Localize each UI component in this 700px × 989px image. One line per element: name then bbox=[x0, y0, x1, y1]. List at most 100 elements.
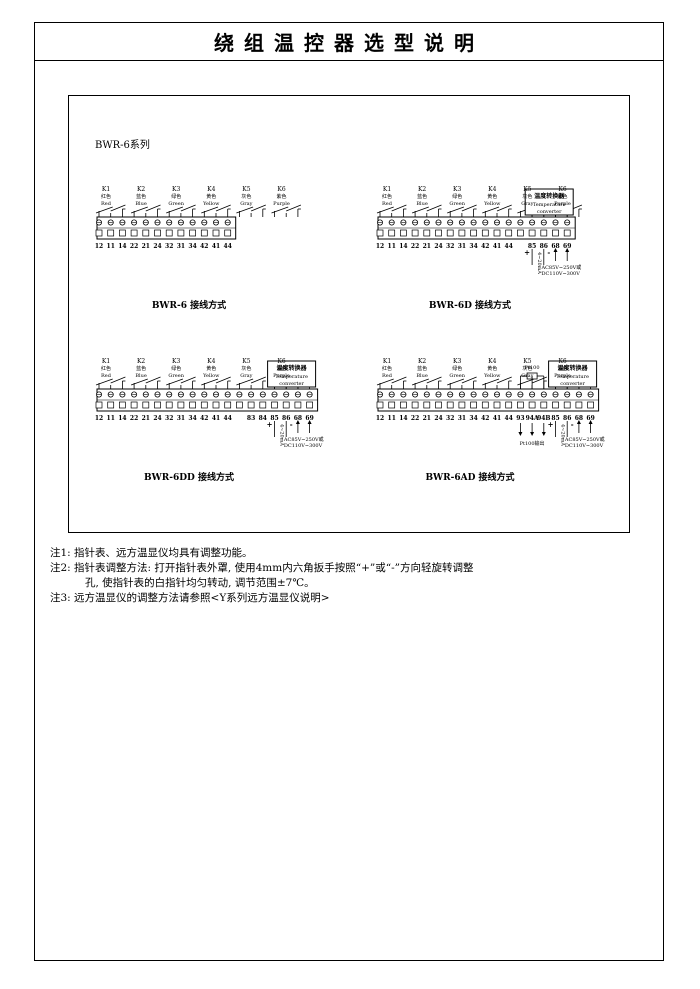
terminal-clamp bbox=[294, 401, 302, 409]
relay-color-en-k4: Yellow bbox=[202, 201, 220, 207]
terminal-clamp bbox=[107, 401, 115, 409]
wiring-caption-4: BWR-6AD 接线方式 bbox=[425, 471, 514, 483]
terminal-number-24: 24 bbox=[434, 415, 442, 422]
switch-blade bbox=[166, 378, 184, 386]
relay-color-en-k6: Purple bbox=[554, 201, 571, 207]
relay-id-k6: K6 bbox=[558, 358, 566, 365]
switch-blade bbox=[376, 378, 394, 386]
terminal-number-12: 12 bbox=[95, 415, 103, 422]
terminal-clamp bbox=[552, 401, 559, 409]
converter-label-en: converter bbox=[279, 381, 304, 387]
terminal-number-22: 22 bbox=[411, 243, 419, 250]
relay-color-cn-k3: 绿色 bbox=[171, 365, 181, 372]
terminal-clamp bbox=[435, 401, 442, 409]
terminal-clamp bbox=[587, 401, 594, 409]
relay-color-cn-k5: 灰色 bbox=[241, 193, 251, 200]
terminal-number-69: 69 bbox=[586, 415, 594, 422]
output-current-label: 4~20mA bbox=[536, 252, 542, 274]
converter-label-en: Temperature bbox=[275, 374, 308, 380]
terminal-number-24: 24 bbox=[153, 415, 161, 422]
relay-id-k4: K4 bbox=[488, 186, 496, 193]
switch-blade bbox=[411, 378, 429, 386]
terminal-number-86: 86 bbox=[282, 415, 290, 422]
note-2-continued: 孔, 使指针表的白指针均匀转动, 调节范围±7℃。 bbox=[85, 577, 315, 589]
power-label-2: DC110V~300V bbox=[565, 443, 604, 449]
terminal-clamp bbox=[423, 229, 431, 237]
switch-blade bbox=[215, 376, 231, 384]
terminal-clamp bbox=[212, 401, 220, 409]
terminal-clamp bbox=[458, 401, 466, 409]
switch-blade bbox=[180, 376, 196, 384]
terminal-number-41: 41 bbox=[212, 243, 220, 250]
relay-color-en-k5: Gray bbox=[521, 201, 533, 207]
terminal-number-69: 69 bbox=[305, 415, 313, 422]
terminal-number-83: 83 bbox=[247, 415, 255, 422]
terminal-clamp bbox=[411, 229, 419, 237]
relay-id-k3: K3 bbox=[453, 358, 461, 365]
terminal-number-34: 34 bbox=[188, 415, 196, 422]
terminal-number-22: 22 bbox=[130, 415, 138, 422]
terminal-number-12: 12 bbox=[95, 243, 103, 250]
terminal-number-32: 32 bbox=[446, 415, 454, 422]
terminal-clamp bbox=[119, 401, 126, 409]
terminal-clamp bbox=[165, 229, 173, 237]
terminal-number-44: 44 bbox=[224, 415, 232, 422]
relay-color-en-k1: Red bbox=[382, 373, 393, 379]
terminal-number-14: 14 bbox=[399, 243, 407, 250]
wiring-diagrams: BWR-6系列K1红色RedK2蓝色BlueK3绿色GreenK4黄色Yello… bbox=[95, 138, 605, 483]
terminal-clamp bbox=[95, 401, 103, 409]
terminal-number-34: 34 bbox=[469, 415, 477, 422]
terminal-number-44: 44 bbox=[224, 243, 232, 250]
switch-blade bbox=[426, 204, 442, 212]
terminal-clamp bbox=[540, 229, 548, 237]
terminal-clamp bbox=[388, 229, 396, 237]
relay-color-cn-k1: 红色 bbox=[382, 365, 392, 372]
relay-id-k2: K2 bbox=[418, 186, 426, 193]
terminal-clamp bbox=[493, 229, 501, 237]
terminal-number-21: 21 bbox=[142, 415, 150, 422]
terminal-number-41: 41 bbox=[493, 243, 501, 250]
wiring-block-3 bbox=[95, 360, 319, 437]
terminal-number-42: 42 bbox=[481, 415, 489, 422]
relay-id-k4: K4 bbox=[488, 358, 496, 365]
relay-color-en-k6: Purple bbox=[273, 201, 290, 207]
relay-color-cn-k4: 黄色 bbox=[487, 193, 497, 200]
relay-color-cn-k4: 黄色 bbox=[206, 193, 216, 200]
terminal-number-86: 86 bbox=[563, 415, 571, 422]
converter-label-en: Temperature bbox=[533, 202, 566, 208]
converter-label-en: converter bbox=[560, 381, 585, 387]
terminal-number-12: 12 bbox=[376, 415, 384, 422]
relay-color-cn-k1: 红色 bbox=[382, 193, 392, 200]
power-arrow bbox=[295, 420, 300, 424]
switch-blade bbox=[376, 206, 394, 214]
terminal-number-68: 68 bbox=[294, 415, 302, 422]
terminal-clamp bbox=[130, 401, 138, 409]
output-current-label: 4~20mA bbox=[560, 424, 566, 446]
relay-color-en-k4: Yellow bbox=[483, 201, 501, 207]
power-label-2: DC110V~300V bbox=[542, 271, 581, 277]
switch-blade bbox=[426, 376, 442, 384]
power-arrow bbox=[588, 420, 593, 424]
relay-color-en-k3: Green bbox=[449, 373, 465, 379]
terminal-clamp bbox=[528, 401, 536, 409]
terminal-clamp bbox=[423, 401, 431, 409]
relay-color-cn-k5: 灰色 bbox=[522, 365, 532, 372]
terminal-clamp bbox=[259, 401, 267, 409]
terminal-number-31: 31 bbox=[177, 243, 185, 250]
terminal-number-32: 32 bbox=[165, 415, 173, 422]
power-label-2: DC110V~300V bbox=[284, 443, 323, 449]
switch-blade bbox=[145, 376, 161, 384]
terminal-clamp bbox=[282, 401, 290, 409]
pt100-output-arrow bbox=[518, 432, 523, 436]
pt100-label: Pt100 bbox=[525, 365, 540, 371]
relay-id-k1: K1 bbox=[383, 186, 391, 193]
terminal-clamp bbox=[142, 229, 150, 237]
switch-blade bbox=[110, 204, 126, 212]
switch-blade bbox=[271, 206, 289, 214]
wiring-block-1 bbox=[95, 204, 302, 240]
power-arrow bbox=[576, 420, 581, 424]
switch-blade bbox=[482, 206, 500, 214]
converter-label-en: Temperature bbox=[556, 374, 589, 380]
relay-color-en-k1: Red bbox=[101, 373, 112, 379]
relay-id-k2: K2 bbox=[137, 358, 145, 365]
